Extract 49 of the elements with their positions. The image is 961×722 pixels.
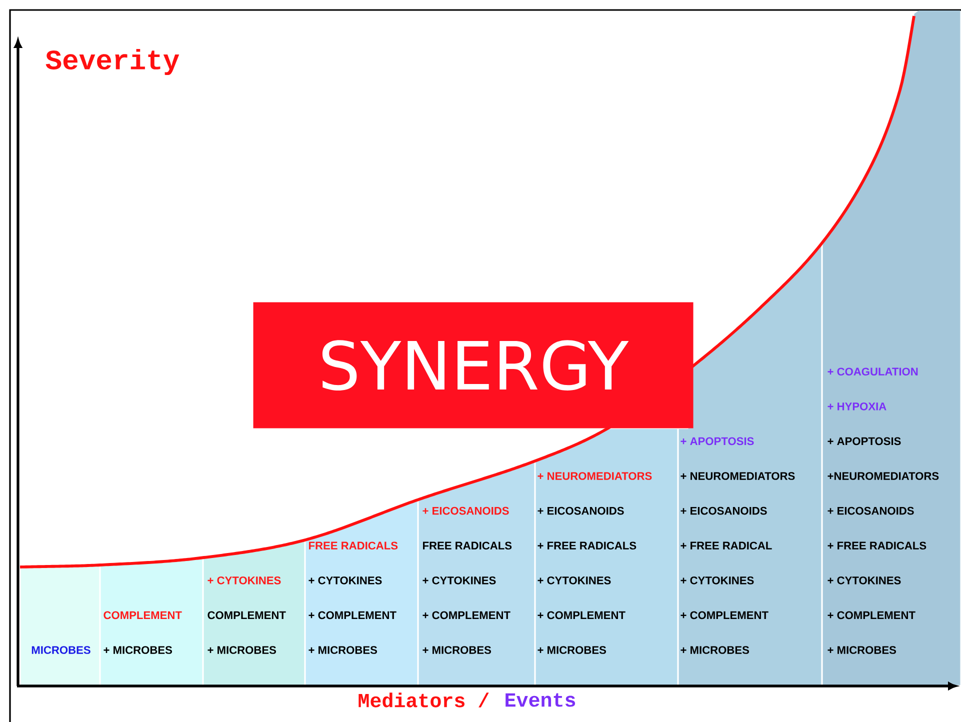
column-band [20,565,100,685]
column-band [418,461,534,685]
list-item: + EICOSANOIDS [422,506,509,515]
title-banner: SYNERGY [253,302,694,428]
list-item: + EICOSANOIDS [538,506,624,515]
list-item: + CYTOKINES [538,576,611,584]
list-item: + CYTOKINES [680,576,754,584]
list-item: + COMPLEMENT [828,611,916,620]
list-item: + COMPLEMENT [680,611,768,620]
list-item: + APOPTOSIS [828,437,901,446]
axis-label: Severity [46,48,180,76]
list-item: + CYTOKINES [308,576,382,584]
column-band [100,558,202,685]
list-item: + NEUROMEDIATORS [538,472,652,480]
list-item: + CYTOKINES [422,576,496,584]
list-item: + MICROBES [208,646,276,654]
list-item: + MICROBES [308,646,377,654]
list-item: + NEUROMEDIATORS [680,472,795,480]
axis-label: Events [506,693,576,707]
list-item: + EICOSANOIDS [828,506,914,515]
column-band [678,244,822,685]
list-item: + APOPTOSIS [680,437,754,446]
list-item: + COMPLEMENT [422,611,510,620]
column-band [536,429,678,685]
list-item: + MICROBES [680,646,749,654]
column-band [306,500,418,685]
list-item: + FREE RADICALS [538,542,636,550]
list-item: + MICROBES [828,646,896,654]
list-item: COMPLEMENT [208,611,286,620]
column-band [204,540,304,685]
list-item: MICROBES [32,646,90,654]
list-item: + COMPLEMENT [308,611,396,620]
list-item: + MICROBES [538,646,606,654]
list-item: + MICROBES [422,646,491,654]
list-item: + FREE RADICAL [680,542,772,550]
axis-label: Mediators / [358,692,489,708]
list-item: + HYPOXIA [828,402,886,410]
list-item: + CYTOKINES [208,576,281,584]
list-item: + MICROBES [104,646,172,654]
list-item: + CYTOKINES [828,576,901,584]
list-item: + COAGULATION [828,368,918,376]
list-item: + COMPLEMENT [538,611,626,620]
list-item: FREE RADICALS [423,542,512,550]
list-item: COMPLEMENT [104,611,182,620]
list-item: + FREE RADICALS [828,542,926,550]
list-item: +NEUROMEDIATORS [828,472,939,480]
list-item: + EICOSANOIDS [680,506,767,515]
column-band [822,10,960,685]
list-item: FREE RADICALS [309,542,398,550]
